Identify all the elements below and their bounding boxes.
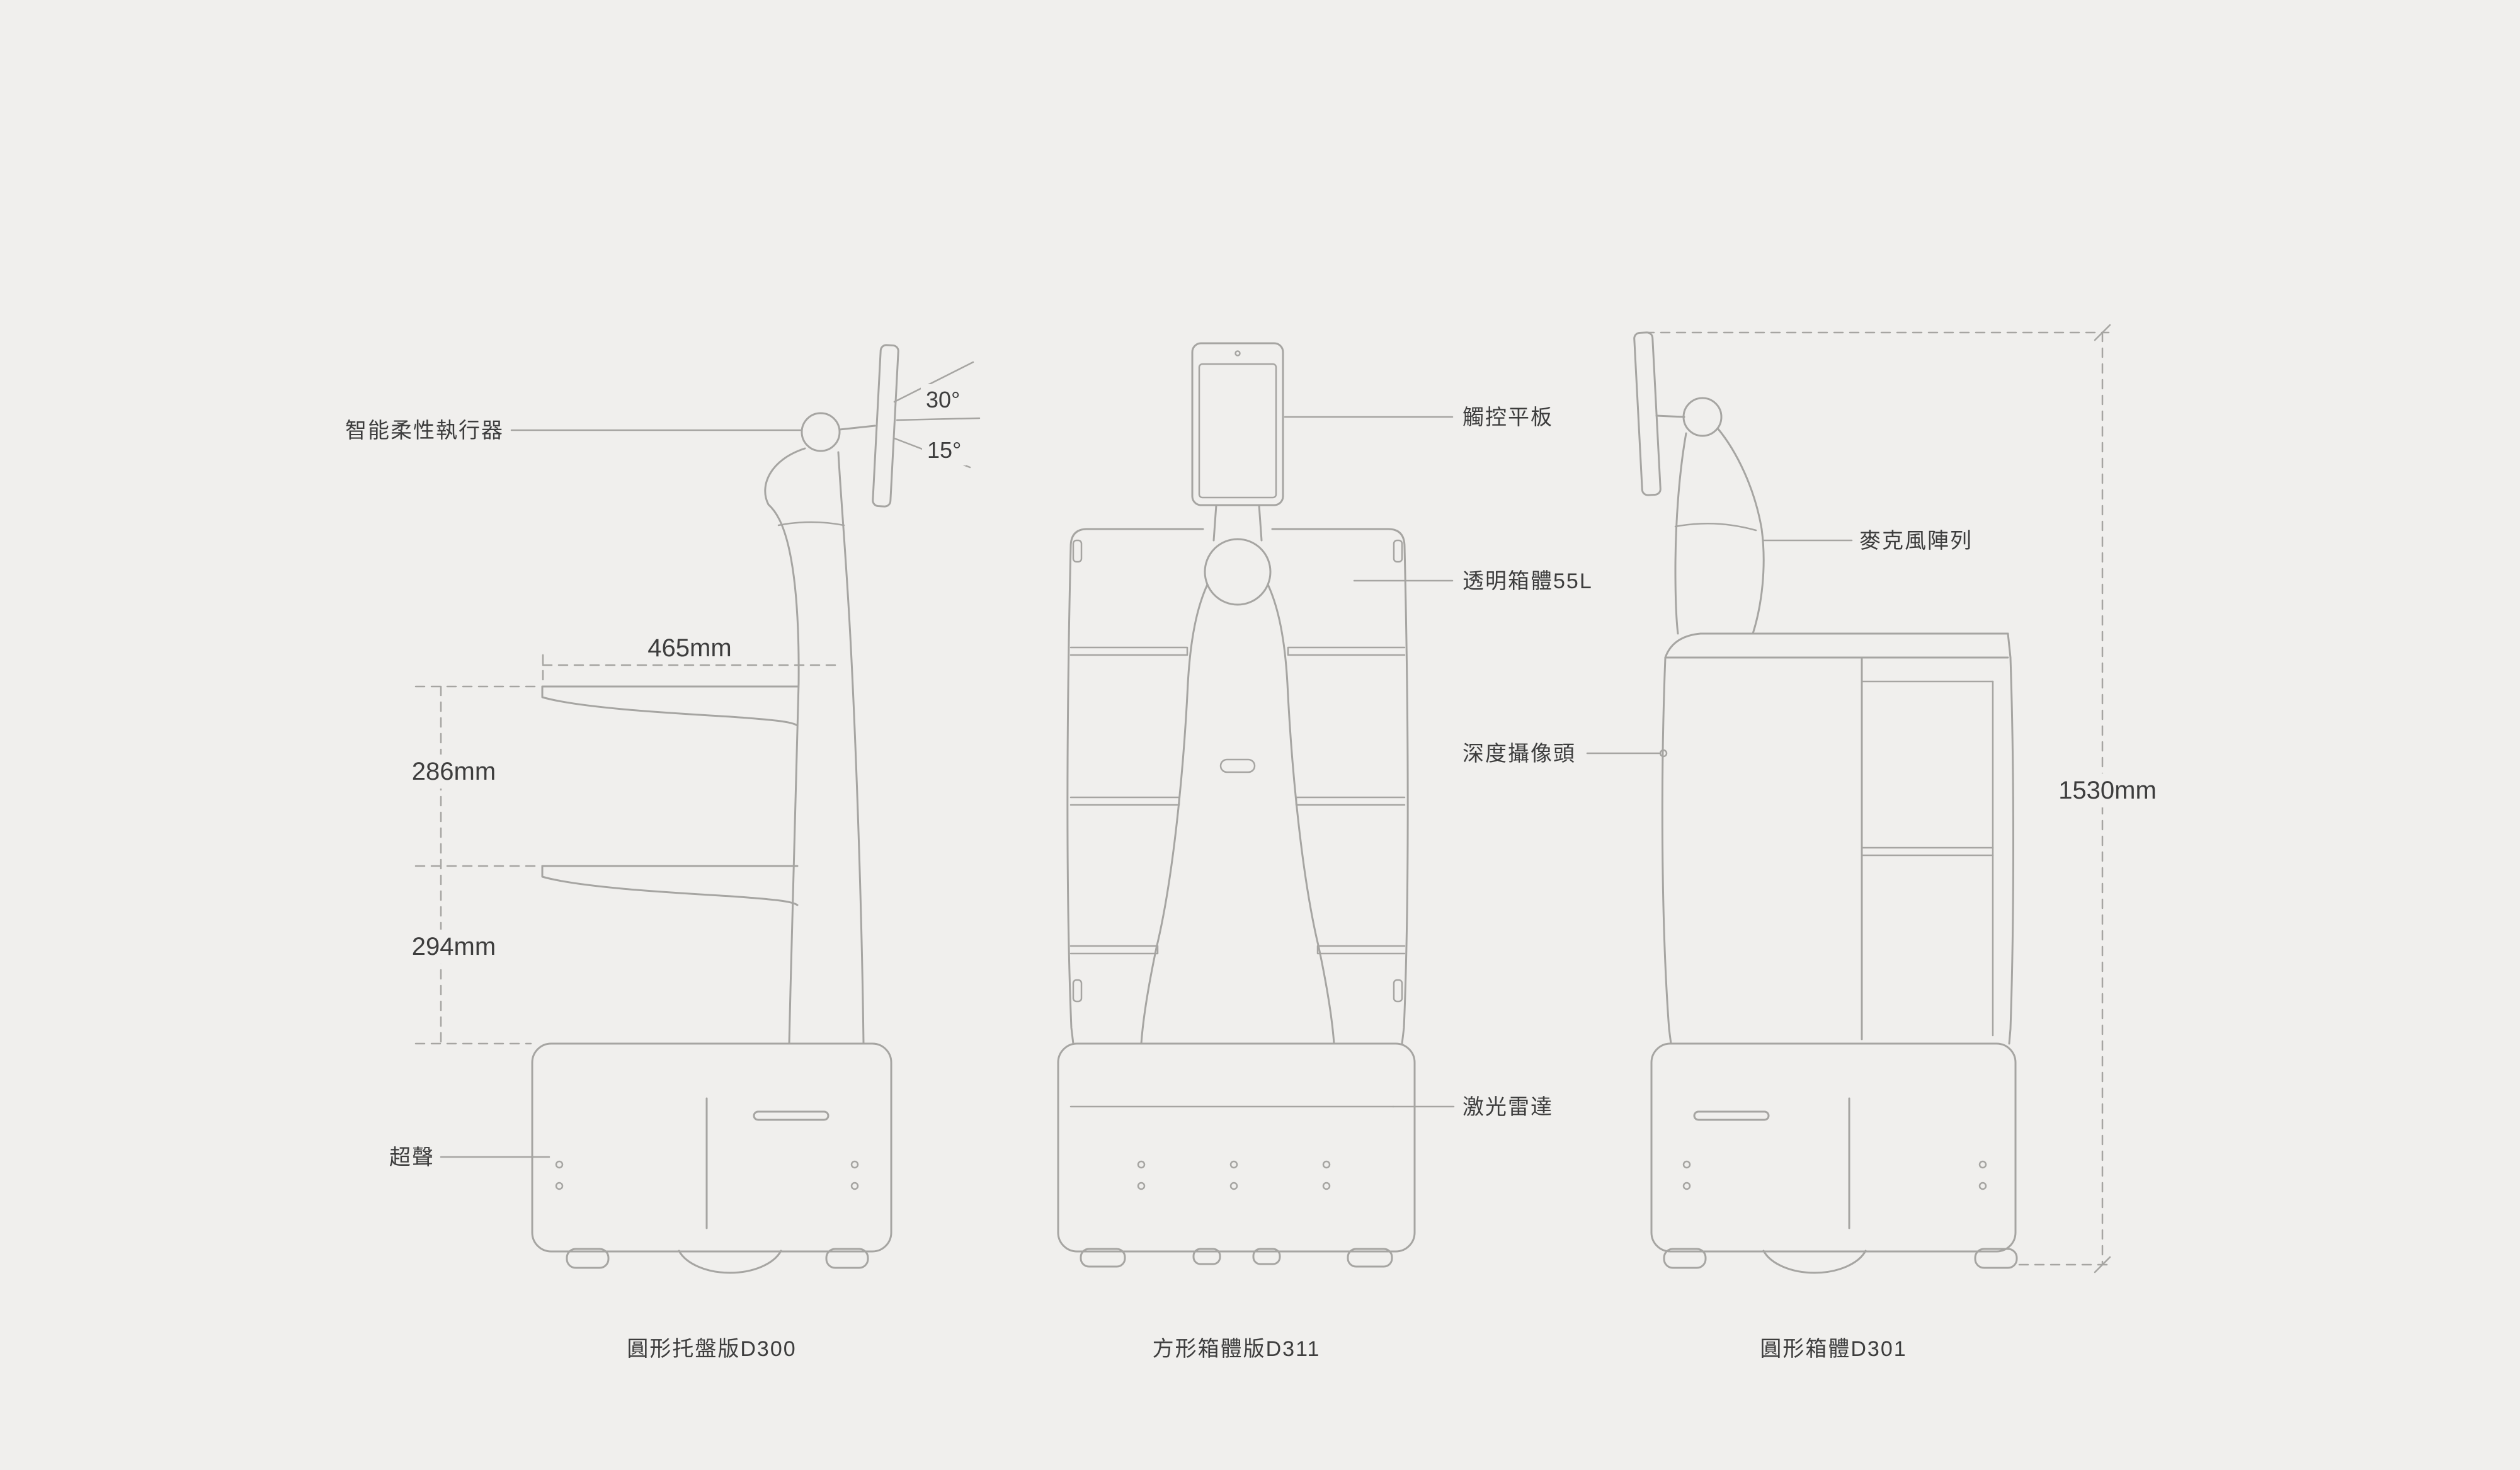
label-actuator: 智能柔性執行器	[345, 419, 504, 443]
caption-d300: 圓形托盤版D300	[627, 1337, 797, 1361]
robot-d300-annotations	[414, 361, 981, 1158]
label-ultrasonic: 超聲	[389, 1146, 435, 1170]
robot-d311-drawing	[1057, 342, 1416, 1268]
robot-d311-annotations	[1284, 416, 1660, 1108]
label-depth-camera: 深度攝像頭	[1462, 742, 1576, 766]
dim-lower-shelf-gap: 294mm	[397, 930, 511, 964]
label-mic-array: 麥克風陣列	[1859, 529, 1973, 553]
label-tablet: 觸控平板	[1462, 406, 1553, 430]
dim-upper-shelf-gap: 286mm	[397, 755, 511, 789]
robot-d300-drawing	[531, 344, 899, 1274]
caption-d301: 圓形箱體D301	[1760, 1337, 1907, 1361]
label-angle-lower: 15°	[922, 435, 967, 465]
caption-d311: 方形箱體版D311	[1152, 1337, 1321, 1361]
dim-overall-height: 1530mm	[2041, 773, 2174, 807]
label-angle-upper: 30°	[921, 384, 966, 415]
dim-tray-width: 465mm	[647, 634, 732, 662]
robot-d301-drawing	[1633, 331, 2018, 1274]
label-transparent-box: 透明箱體55L	[1462, 569, 1593, 593]
label-lidar: 激光雷達	[1462, 1095, 1553, 1119]
